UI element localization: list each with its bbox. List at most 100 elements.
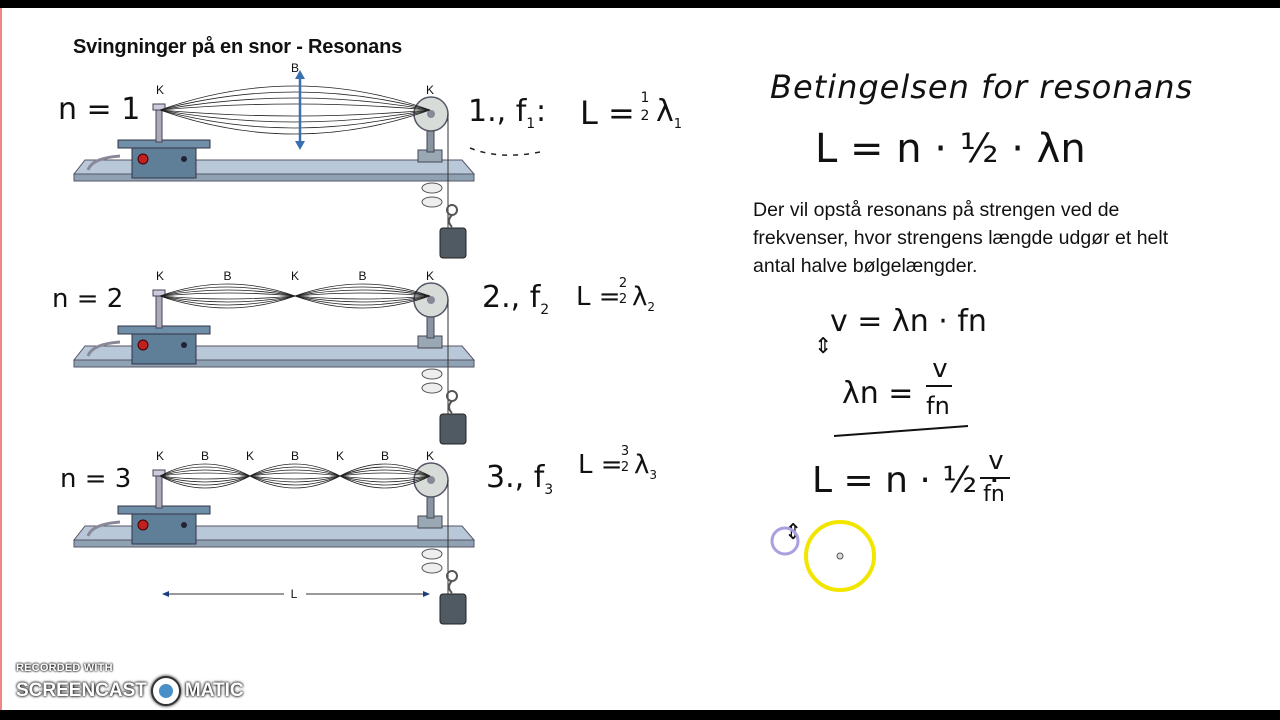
row1-pulley-hub bbox=[427, 110, 435, 118]
row3-vibrator-lid bbox=[117, 505, 211, 515]
row3-clamp-ring-1 bbox=[421, 548, 443, 560]
watermark-recorded-with: RECORDED WITH bbox=[16, 662, 113, 674]
row3-node-label-3: K bbox=[246, 449, 254, 463]
row3-n-label: n = 3 bbox=[60, 464, 132, 494]
row2-frac-den: 2 bbox=[618, 292, 628, 307]
notes-eq-final-left: L = n · ½ · bbox=[812, 460, 1001, 501]
row1-cable bbox=[86, 154, 121, 171]
row1-frac-num: 1 bbox=[640, 90, 650, 106]
page-title: Svingninger på en snor - Resonans bbox=[73, 36, 403, 58]
row2-wave-upper-1-2 bbox=[159, 286, 296, 297]
row2-wave-upper-2-2 bbox=[294, 286, 431, 297]
length-arrow-head-right bbox=[423, 591, 430, 597]
row1-formula-L: L = bbox=[580, 94, 635, 132]
row1-dashed-curve bbox=[469, 147, 541, 156]
notes-eq-final-den: fn bbox=[983, 482, 1005, 507]
row3-wave-lower-3-1 bbox=[339, 475, 431, 489]
row2-wave-upper-2-4 bbox=[294, 292, 431, 297]
amplitude-arrow-head-down bbox=[295, 141, 305, 150]
row1-red-knob bbox=[137, 153, 149, 165]
row1-clamp-ring-1 bbox=[421, 182, 443, 194]
row3-wave-upper-1-1 bbox=[159, 463, 251, 477]
row3-wave-lower-1-1 bbox=[159, 475, 251, 489]
row2-wave-upper-2-3 bbox=[294, 289, 431, 297]
row3-wave-lower-3-3 bbox=[339, 475, 431, 483]
row3-frac-num: 3 bbox=[620, 444, 630, 459]
row1-wave-upper-1-1 bbox=[159, 85, 431, 111]
notes-eq-wave-speed: v = λn · fn bbox=[830, 304, 987, 339]
row2-wave-upper-1-1 bbox=[159, 283, 296, 297]
row2-hook bbox=[448, 400, 453, 414]
row3-wave-lower-2-4 bbox=[249, 475, 341, 480]
row3-wave-upper-2-1 bbox=[249, 463, 341, 477]
row3-wave-upper-1-3 bbox=[159, 469, 251, 477]
row1-n-label: n = 1 bbox=[58, 92, 141, 127]
row1-node-label-2: B bbox=[291, 61, 299, 75]
row2-vibrator-hole bbox=[181, 342, 187, 348]
screencast-logo-icon bbox=[150, 676, 181, 706]
row2-wave-lower-1-4 bbox=[159, 295, 296, 300]
page-margin-rule bbox=[0, 8, 2, 710]
row2-wave-lower-2-3 bbox=[294, 295, 431, 303]
pen-cursor-ring bbox=[770, 526, 800, 556]
row1-wave-upper-1-4 bbox=[159, 103, 431, 111]
row2-weight bbox=[439, 413, 467, 445]
derivation-divider bbox=[833, 425, 969, 437]
row1-post-clamp bbox=[152, 103, 166, 111]
row1-wave-lower-1-2 bbox=[159, 109, 431, 129]
row1-lambda: λ1 bbox=[656, 94, 683, 132]
row3-wave-lower-2-1 bbox=[249, 475, 341, 489]
row3-node-label-4: B bbox=[291, 449, 299, 463]
notes-overlay bbox=[770, 385, 1010, 592]
row3-vibrator-hole bbox=[181, 522, 187, 528]
row2-node-label-2: B bbox=[223, 269, 231, 283]
row1-weight bbox=[439, 227, 467, 259]
row3-pulley-hub bbox=[427, 476, 435, 484]
row1-formula-harmonic: 1., f1 bbox=[468, 94, 536, 132]
notes-eq-lambda-den: fn bbox=[926, 392, 950, 420]
row3-post-clamp bbox=[152, 469, 166, 477]
row3-wave-upper-1-2 bbox=[159, 466, 251, 477]
row2-node-label-4: B bbox=[358, 269, 366, 283]
notes-equivalence-mark: ⇕ bbox=[814, 334, 833, 359]
row3-node-label-2: B bbox=[201, 449, 209, 463]
row3-wave-lower-3-2 bbox=[339, 475, 431, 486]
watermark-screencast: SCREENCAST bbox=[16, 680, 147, 701]
row3-wave-upper-2-2 bbox=[249, 466, 341, 477]
row3-wave-upper-3-2 bbox=[339, 466, 431, 477]
notes-eq-final-num: v bbox=[988, 446, 1004, 476]
row3-frac-den: 2 bbox=[620, 460, 630, 475]
row2-wave-upper-1-3 bbox=[159, 289, 296, 297]
notes-eq-lambda-num: v bbox=[932, 354, 948, 384]
row3-wave-lower-2-2 bbox=[249, 475, 341, 486]
row2-wave-lower-1-2 bbox=[159, 295, 296, 306]
row3-wave-upper-2-3 bbox=[249, 469, 341, 477]
row1-formula-colon: : bbox=[536, 94, 547, 129]
amplitude-arrow-head-up bbox=[295, 70, 305, 79]
row1-wave-lower-1-3 bbox=[159, 109, 431, 123]
row2-post-clamp bbox=[152, 289, 166, 297]
notes-eq-lambda-left: λn = bbox=[842, 376, 914, 411]
row2-lambda: λ2 bbox=[632, 282, 656, 315]
row2-red-knob bbox=[137, 339, 149, 351]
row1-wave-upper-1-3 bbox=[159, 97, 431, 111]
row2-cable bbox=[86, 340, 121, 357]
row2-wave-lower-1-3 bbox=[159, 295, 296, 303]
row3-node-label-7: K bbox=[426, 449, 434, 463]
row3-wave-lower-3-4 bbox=[339, 475, 431, 480]
row1-wave-upper-1-2 bbox=[159, 91, 431, 111]
row2-pulley-hub bbox=[427, 296, 435, 304]
row3-lambda: λ3 bbox=[634, 450, 658, 483]
length-arrow-head-left bbox=[162, 591, 169, 597]
cursor-highlight-ring bbox=[804, 520, 876, 592]
row1-vibrator-lid bbox=[117, 139, 211, 149]
row3-hook bbox=[448, 580, 453, 594]
row1-frac-den: 2 bbox=[640, 108, 650, 124]
row2-wave-upper-1-4 bbox=[159, 292, 296, 297]
row3-wave-upper-2-4 bbox=[249, 472, 341, 477]
row2-wave-lower-2-1 bbox=[294, 295, 431, 309]
row3-node-label-1: K bbox=[156, 449, 164, 463]
row1-vibrator-box bbox=[131, 147, 197, 179]
